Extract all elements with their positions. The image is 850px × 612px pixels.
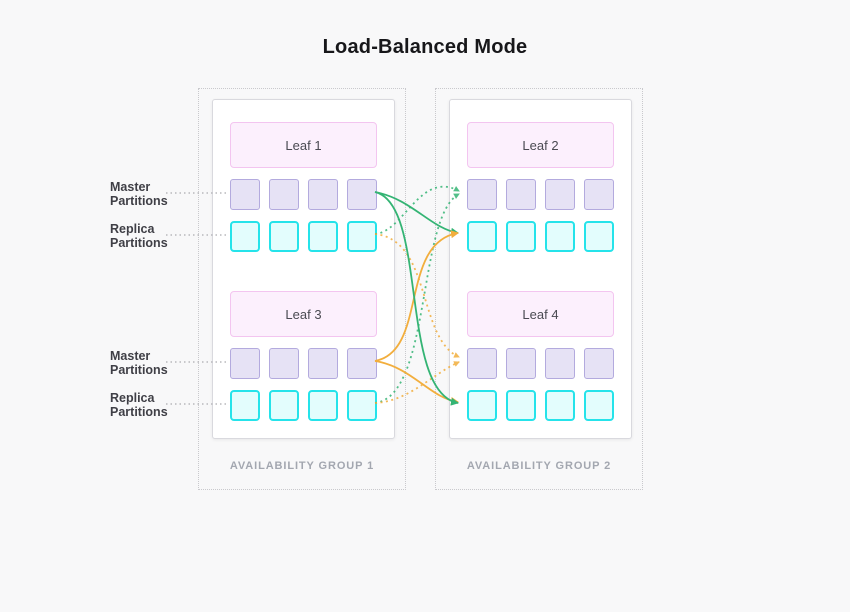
partition-box-replica [467, 390, 497, 421]
partition-box-replica [308, 390, 338, 421]
leaf-2-master-row [467, 179, 614, 210]
leaf-1-master-row [230, 179, 377, 210]
partition-box-replica [506, 221, 536, 252]
partition-box-replica [269, 221, 299, 252]
partition-box-master [467, 179, 497, 210]
partition-box-replica [545, 390, 575, 421]
availability-group-2: Leaf 2 Leaf 4 [435, 88, 643, 490]
partition-box-replica [230, 390, 260, 421]
leaf-3-master-row [230, 348, 377, 379]
partition-box-master [506, 179, 536, 210]
leaf-3-replica-row [230, 390, 377, 421]
partition-box-master [545, 179, 575, 210]
partition-box-master [584, 348, 614, 379]
availability-group-2-caption: AVAILABILITY GROUP 2 [466, 460, 612, 472]
leaf-1-replica-row [230, 221, 377, 252]
partition-box-master [467, 348, 497, 379]
leaf-1-header: Leaf 1 [230, 122, 377, 168]
partition-box-replica [545, 221, 575, 252]
partition-box-replica [269, 390, 299, 421]
leaf-server-box-1: Leaf 1 Leaf 3 [212, 99, 395, 439]
partition-box-replica [584, 221, 614, 252]
partition-box-replica [584, 390, 614, 421]
leaf-server-box-2: Leaf 2 Leaf 4 [449, 99, 632, 439]
partition-box-replica [506, 390, 536, 421]
partition-box-replica [230, 221, 260, 252]
partition-box-replica [467, 221, 497, 252]
partition-box-master [308, 179, 338, 210]
partition-box-master [308, 348, 338, 379]
partition-box-master [545, 348, 575, 379]
leaf-3-header: Leaf 3 [230, 291, 377, 337]
partition-box-master [347, 348, 377, 379]
diagram-title: Load-Balanced Mode [322, 36, 528, 58]
partition-box-replica [308, 221, 338, 252]
availability-group-1-caption: AVAILABILITY GROUP 1 [229, 460, 375, 472]
partition-box-master [230, 348, 260, 379]
partition-box-replica [347, 221, 377, 252]
leaf-4-master-row [467, 348, 614, 379]
label-master-partitions-top: Master Partitions [110, 180, 168, 208]
partition-box-master [506, 348, 536, 379]
leaf-4-replica-row [467, 390, 614, 421]
label-replica-partitions-bottom: Replica Partitions [110, 391, 168, 419]
partition-box-master [584, 179, 614, 210]
partition-box-master [347, 179, 377, 210]
availability-group-1: Leaf 1 Leaf 3 [198, 88, 406, 490]
partition-box-replica [347, 390, 377, 421]
label-replica-partitions-top: Replica Partitions [110, 222, 168, 250]
partition-box-master [269, 348, 299, 379]
partition-box-master [269, 179, 299, 210]
leaf-4-header: Leaf 4 [467, 291, 614, 337]
label-master-partitions-bottom: Master Partitions [110, 349, 168, 377]
leaf-2-header: Leaf 2 [467, 122, 614, 168]
leaf-2-replica-row [467, 221, 614, 252]
partition-box-master [230, 179, 260, 210]
